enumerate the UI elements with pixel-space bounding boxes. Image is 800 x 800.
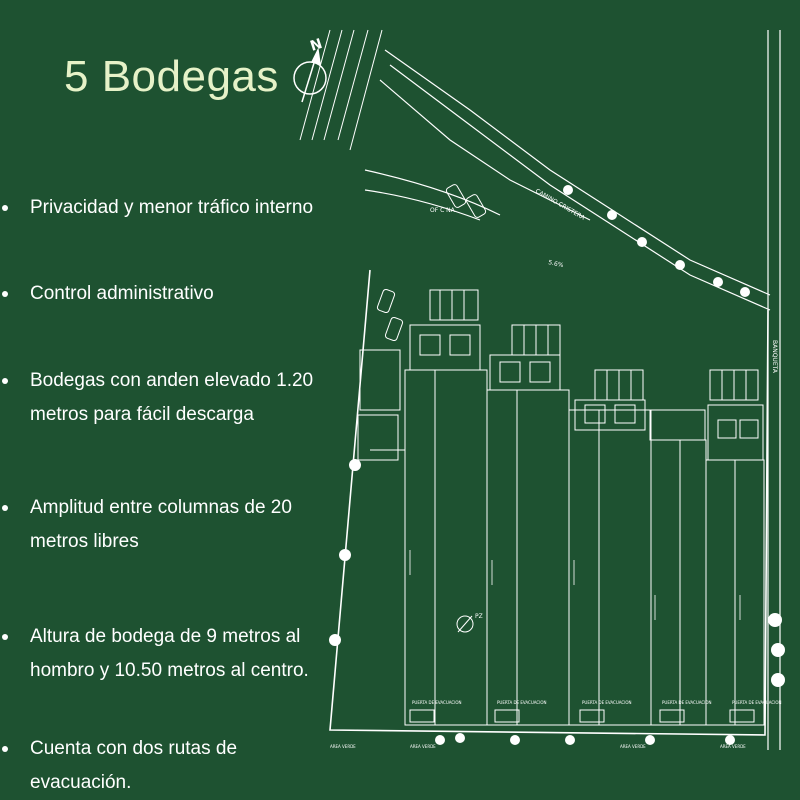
bullet-text: Control administrativo	[30, 283, 214, 304]
highway-lines	[299, 29, 383, 151]
warehouse-blocks	[357, 289, 765, 726]
green-area-label: AREA VERDE	[410, 744, 436, 749]
office-label: OF C NA	[430, 207, 456, 214]
slope-label: 5.6%	[548, 259, 565, 269]
bullet-text: Amplitud entre columnas de 20 metros lib…	[30, 497, 292, 552]
sidewalk-label: BANQUETA	[771, 340, 778, 374]
bullet-text: Privacidad y menor tráfico interno	[30, 197, 314, 218]
road-label: CAMINO CRISTERA	[534, 188, 587, 222]
green-area-label: AREA VERDE	[330, 744, 356, 749]
well-label: PZ	[475, 613, 483, 620]
right-boundary	[767, 30, 781, 750]
exit-label: PUERTA DE EVACUACION	[497, 700, 547, 705]
bullet-dot	[2, 291, 8, 297]
parking-cars	[376, 184, 487, 342]
bullet-list: Privacidad y menor tráfico interno Contr…	[0, 0, 330, 800]
green-area-label: AREA VERDE	[720, 744, 746, 749]
site-plan: N CAMINO CRISTERA OF C NA 5.6%	[290, 20, 800, 800]
dimension-ticks	[409, 550, 741, 620]
bullet-dot	[2, 746, 8, 752]
trees	[329, 185, 785, 745]
bullet-text: Bodegas con anden elevado 1.20 metros pa…	[30, 370, 314, 425]
green-area-label: AREA VERDE	[620, 744, 646, 749]
exit-label: PUERTA DE EVACUACION	[732, 700, 782, 705]
site-perimeter	[329, 269, 769, 736]
exit-label: PUERTA DE EVACUACION	[582, 700, 632, 705]
bullet-text: Cuenta con dos rutas de evacuación.	[30, 738, 238, 793]
bullet-dot	[2, 205, 8, 211]
bullet-dot	[2, 505, 8, 511]
north-arrow-icon	[293, 47, 327, 103]
slide-title: 5 Bodegas	[64, 52, 279, 101]
bullet-dot	[2, 378, 8, 384]
site-plan-drawing: N CAMINO CRISTERA OF C NA 5.6%	[293, 29, 785, 750]
bullet-text: Altura de bodega de 9 metros al hombro y…	[30, 626, 309, 681]
well-icon	[456, 615, 474, 633]
north-label: N	[308, 36, 324, 55]
access-road	[364, 49, 771, 311]
exit-label: PUERTA DE EVACUACION	[662, 700, 712, 705]
exit-label: PUERTA DE EVACUACION	[412, 700, 462, 705]
bullet-dot	[2, 634, 8, 640]
